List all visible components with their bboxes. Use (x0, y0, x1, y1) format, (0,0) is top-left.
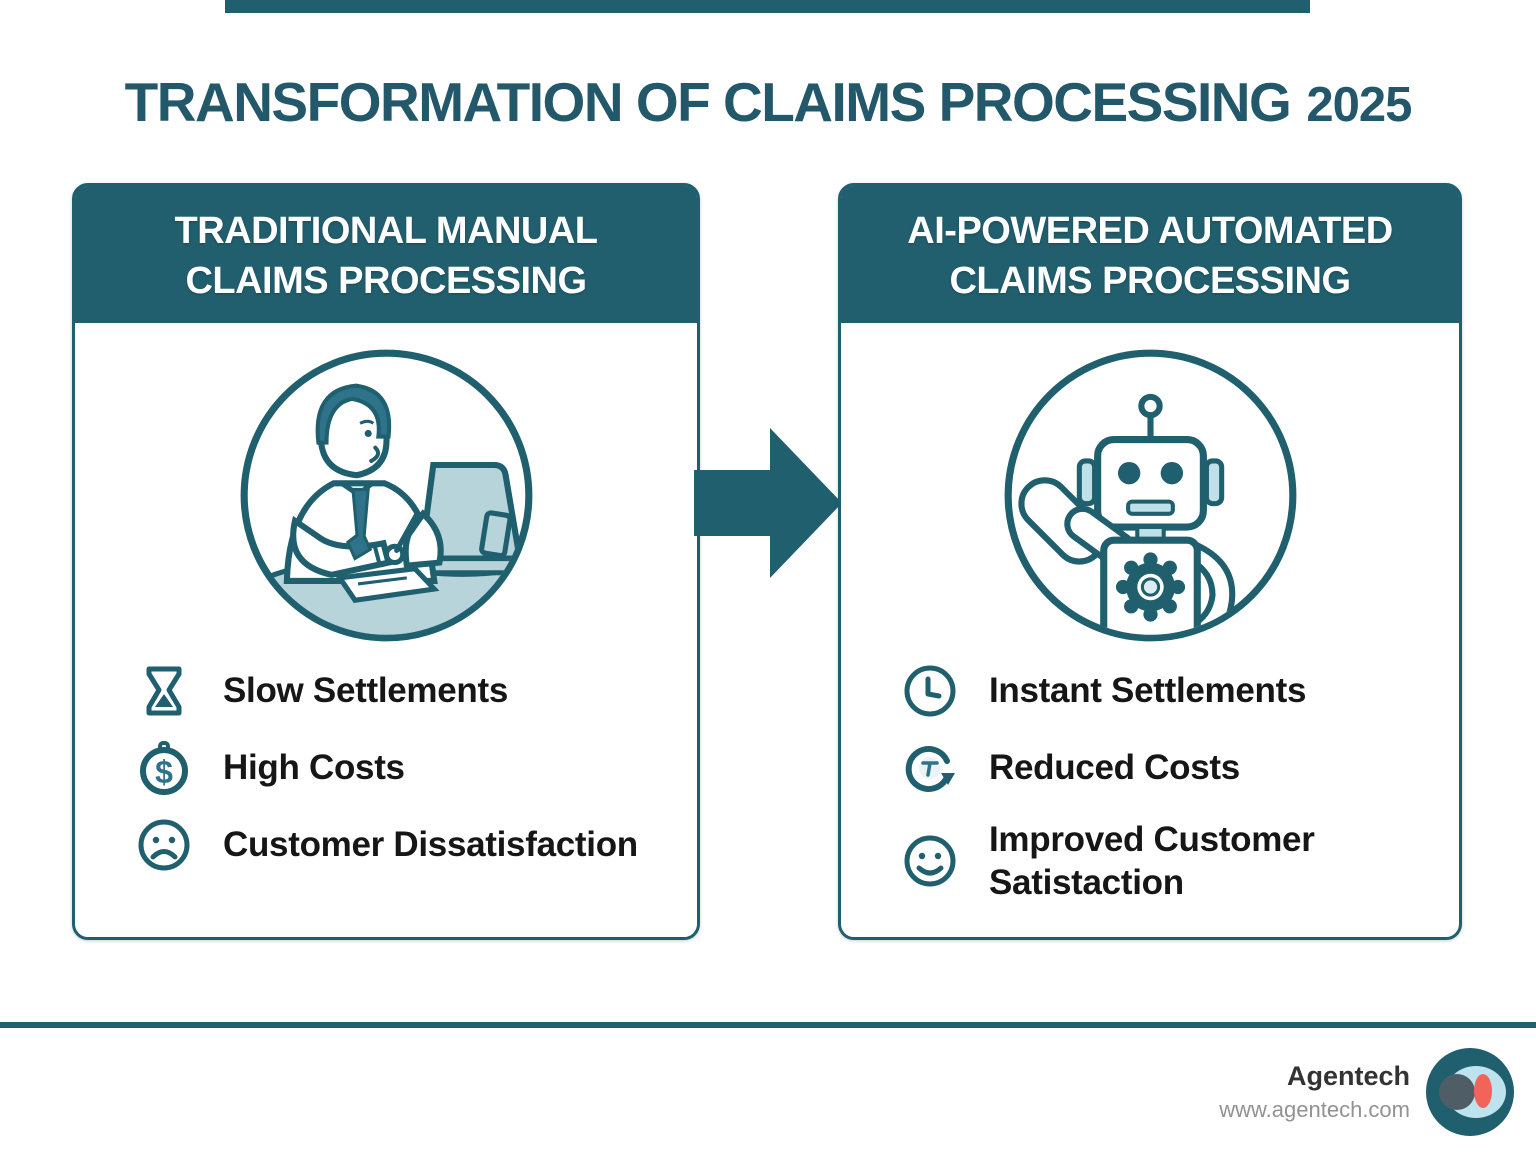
coin-cycle-icon (905, 746, 955, 792)
list-item: Customer Dissatisfaction (137, 818, 697, 872)
hourglass-icon (146, 666, 182, 716)
dollar-coin-icon: $ (140, 741, 188, 795)
top-accent-bar (225, 0, 1310, 13)
agentech-logo (1426, 1048, 1514, 1136)
page-title-text: TRANSFORMATION OF CLAIMS PROCESSING (124, 71, 1292, 133)
feature-label: Slow Settlements (223, 671, 508, 711)
brand-website: www.agentech.com (1219, 1097, 1410, 1122)
panel-traditional: TRADITIONAL MANUAL CLAIMS PROCESSING (72, 183, 700, 940)
page-title: TRANSFORMATION OF CLAIMS PROCESSING 2025 (0, 70, 1536, 134)
page-title-year: 2025 (1306, 78, 1412, 132)
list-item: Improved Customer Satistaction (903, 818, 1459, 905)
list-item: Slow Settlements (137, 664, 697, 718)
transformation-arrow-icon (694, 428, 842, 578)
panel-traditional-header-line2: CLAIMS PROCESSING (185, 259, 587, 302)
panel-ai-header-line1: AI-POWERED AUTOMATED (907, 209, 1393, 252)
list-item: Reduced Costs (903, 741, 1459, 795)
traditional-feature-list: Slow Settlements $ High Costs Customer D… (75, 664, 697, 872)
happy-face-icon (904, 835, 956, 887)
panel-traditional-header: TRADITIONAL MANUAL CLAIMS PROCESSING (75, 186, 697, 323)
panel-traditional-header-line1: TRADITIONAL MANUAL (174, 209, 598, 252)
feature-label: Customer Dissatisfaction (223, 825, 638, 865)
panel-ai-header-line2: CLAIMS PROCESSING (949, 259, 1351, 302)
brand-name: Agentech (1286, 1061, 1410, 1091)
ai-feature-list: Instant Settlements Reduced Costs Improv… (841, 664, 1459, 905)
sad-face-icon (138, 819, 190, 871)
clock-icon (904, 665, 956, 717)
panel-ai-header: AI-POWERED AUTOMATED CLAIMS PROCESSING (841, 186, 1459, 323)
panel-ai: AI-POWERED AUTOMATED CLAIMS PROCESSING (838, 183, 1462, 940)
feature-label: High Costs (223, 748, 405, 788)
manual-claims-worker-illustration (240, 349, 532, 642)
feature-label: Improved Customer Satistaction (989, 820, 1315, 903)
feature-label: Instant Settlements (989, 671, 1307, 711)
footer-divider (0, 1022, 1536, 1028)
ai-robot-illustration (1004, 349, 1296, 642)
list-item: $ High Costs (137, 741, 697, 795)
svg-text:$: $ (155, 754, 173, 790)
footer: Agentech www.agentech.com (1219, 1048, 1514, 1136)
feature-label: Reduced Costs (989, 748, 1240, 788)
list-item: Instant Settlements (903, 664, 1459, 718)
